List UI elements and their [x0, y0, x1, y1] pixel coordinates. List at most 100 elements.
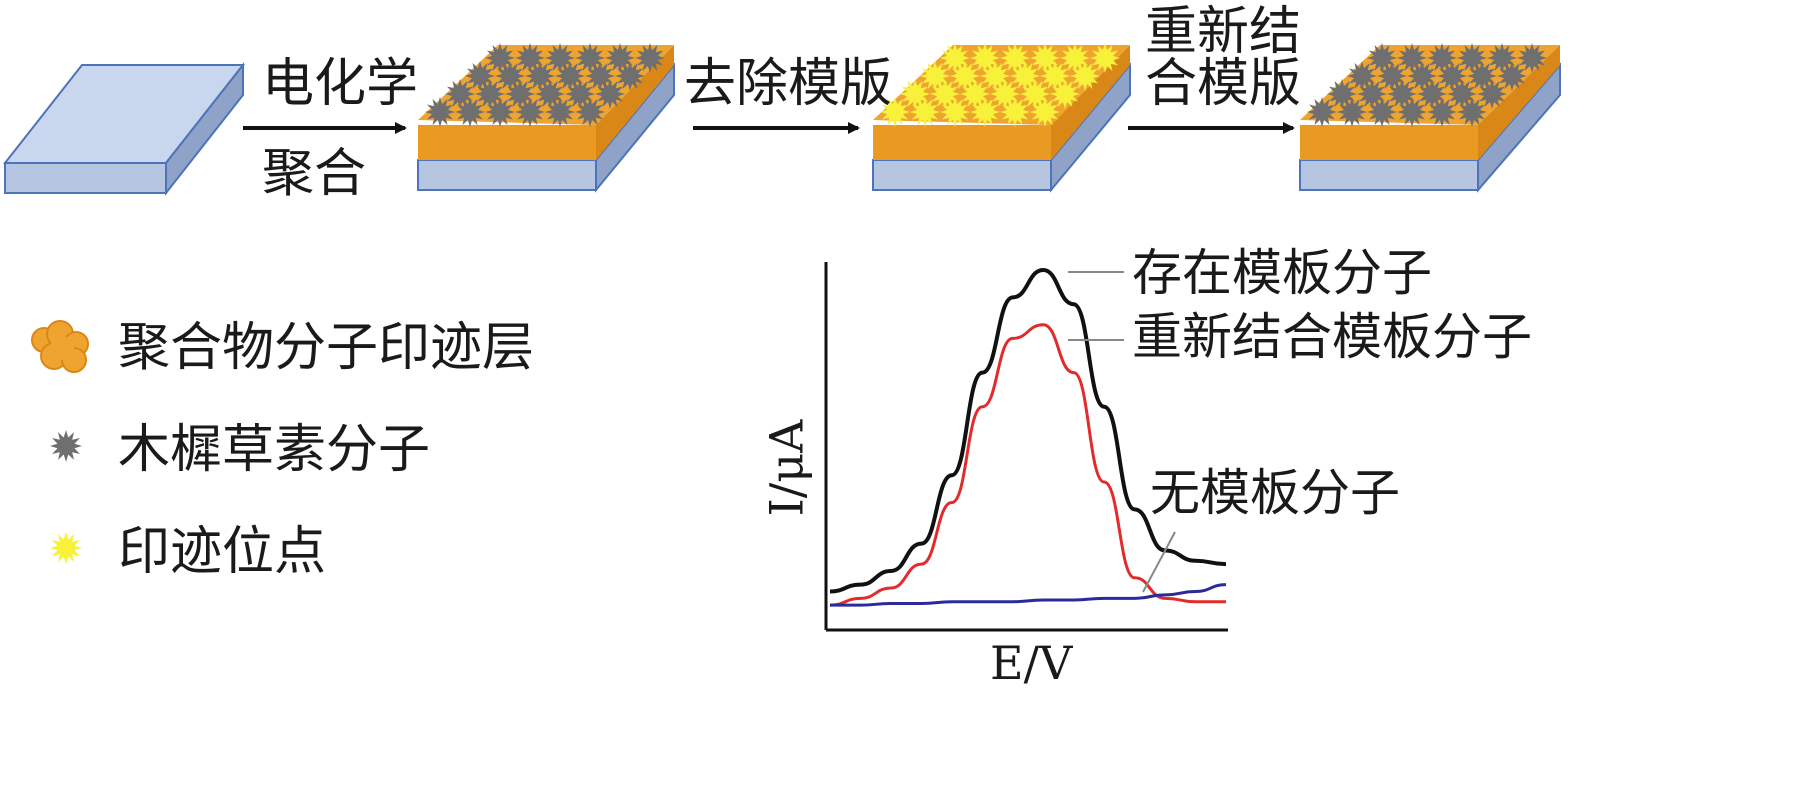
template-molecule-star — [1417, 79, 1447, 109]
imprint-site-star — [950, 61, 980, 91]
template-molecule-star — [1407, 61, 1437, 91]
gray-star-icon — [50, 430, 82, 462]
imprint-site-star — [960, 79, 990, 109]
template-molecule-star — [1367, 43, 1397, 73]
imprint-site-star — [1060, 43, 1090, 73]
x-axis-label: E/V — [990, 636, 1073, 690]
template-molecule-star — [1337, 97, 1367, 127]
template-molecule-star — [605, 43, 635, 73]
imprint-site-star — [940, 97, 970, 127]
template-molecule-star — [1467, 61, 1497, 91]
template-molecule-star — [485, 97, 515, 127]
rebound-molecules-group — [1307, 43, 1547, 127]
template-molecule-star — [555, 61, 585, 91]
step3-label-line2: 合模版 — [1145, 54, 1302, 114]
imprint-site-star — [990, 79, 1020, 109]
imprint-sites-group — [880, 43, 1120, 127]
step2-label: 去除模版 — [684, 54, 893, 114]
template-molecule-star — [525, 61, 555, 91]
template-molecule-star — [1387, 79, 1417, 109]
template-molecule-star — [575, 43, 605, 73]
legend-label-imprint-site: 印迹位点 — [118, 522, 327, 582]
imprint-site-star — [900, 79, 930, 109]
template-molecule-star — [585, 61, 615, 91]
template-molecule-star — [505, 79, 535, 109]
template-molecule-star — [615, 61, 645, 91]
series-line-1 — [829, 267, 1227, 594]
template-molecule-star — [1477, 79, 1507, 109]
imprint-site-star — [940, 43, 970, 73]
step1-label-top: 电化学 — [262, 54, 419, 114]
yellow-star-shape — [50, 532, 82, 564]
template-molecule-star — [1357, 79, 1387, 109]
orange-polymer-blob-icon — [31, 320, 89, 373]
template-molecule-star — [485, 43, 515, 73]
imprint-site-star — [1010, 61, 1040, 91]
step1-label-bottom: 聚合 — [262, 144, 367, 204]
template-molecule-star — [475, 79, 505, 109]
annotation-with-template: 存在模板分子 — [1132, 244, 1432, 302]
imprint-site-star — [1020, 79, 1050, 109]
y-axis-label: I/μA — [759, 419, 814, 517]
imprint-site-star — [1030, 43, 1060, 73]
voltammogram-chart — [824, 262, 1228, 632]
imprint-site-star — [980, 61, 1010, 91]
template-molecule-star — [565, 79, 595, 109]
step3-label-line1: 重新结 — [1145, 2, 1302, 62]
gray-star-shape — [50, 430, 82, 462]
template-molecule-star — [515, 97, 545, 127]
template-molecule-star — [1397, 97, 1427, 127]
legend-label-polymer: 聚合物分子印迹层 — [118, 318, 535, 378]
annotation-no-template: 无模板分子 — [1150, 464, 1400, 522]
template-molecule-star — [535, 79, 565, 109]
imprint-site-star — [1050, 79, 1080, 109]
template-molecule-star — [1307, 97, 1337, 127]
template-molecule-star — [545, 97, 575, 127]
imprint-site-star — [970, 43, 1000, 73]
legend-label-luteolin: 木樨草素分子 — [118, 420, 431, 480]
template-molecule-star — [1497, 61, 1527, 91]
annotation-leader-3 — [1142, 531, 1176, 593]
template-molecule-star — [1447, 79, 1477, 109]
bare-electrode-plate — [2, 62, 246, 196]
rebound-plate — [1299, 45, 1561, 193]
template-molecules-group — [425, 43, 665, 127]
template-molecule-star — [1327, 79, 1357, 109]
template-molecule-star — [1347, 61, 1377, 91]
template-molecule-star — [425, 97, 455, 127]
imprint-site-star — [1070, 61, 1100, 91]
template-molecule-star — [545, 43, 575, 73]
series-line-3 — [830, 583, 1227, 607]
template-molecule-star — [1487, 43, 1517, 73]
imprint-site-star — [910, 97, 940, 127]
chart-series-group — [829, 267, 1227, 607]
template-molecule-star — [445, 79, 475, 109]
template-molecule-star — [515, 43, 545, 73]
series-line-2 — [829, 323, 1226, 607]
imprint-site-star — [880, 97, 910, 127]
template-molecule-star — [1427, 43, 1457, 73]
template-molecule-star — [1457, 97, 1487, 127]
template-molecule-star — [455, 97, 485, 127]
template-molecule-star — [595, 79, 625, 109]
template-molecule-star — [1397, 43, 1427, 73]
yellow-star-icon — [50, 532, 82, 564]
imprint-site-star — [1090, 43, 1120, 73]
imprint-site-star — [1030, 97, 1060, 127]
template-molecule-star — [1427, 97, 1457, 127]
template-molecule-star — [1517, 43, 1547, 73]
template-molecule-star — [465, 61, 495, 91]
imprint-site-star — [930, 79, 960, 109]
imprint-site-star — [970, 97, 1000, 127]
template-molecule-star — [1367, 97, 1397, 127]
imprint-site-star — [1000, 43, 1030, 73]
template-molecule-star — [635, 43, 665, 73]
template-molecule-star — [1377, 61, 1407, 91]
imprint-site-star — [920, 61, 950, 91]
annotation-rebound-template: 重新结合模板分子 — [1132, 308, 1532, 366]
imprint-site-star — [1000, 97, 1030, 127]
template-molecule-star — [575, 97, 605, 127]
template-molecule-star — [1437, 61, 1467, 91]
imprint-site-star — [1040, 61, 1070, 91]
